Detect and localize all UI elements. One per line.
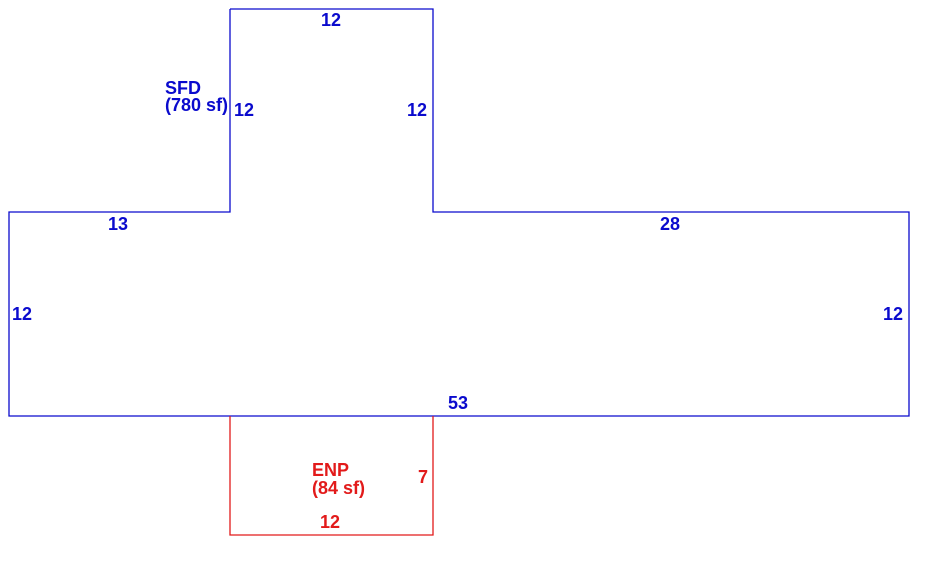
main-area-code: SFD: [165, 78, 201, 98]
porch-area-code: ENP: [312, 460, 349, 480]
porch-dimension-label-right: 7: [418, 467, 428, 487]
dimension-label-right-step: 28: [660, 214, 680, 234]
porch-area-outline: [229, 416, 434, 536]
dimension-label-top: 12: [321, 10, 341, 30]
porch-area-size: (84 sf): [312, 478, 365, 498]
main-area: SFD (780 sf) 12 12 12 13 28 12 12 53: [8, 8, 910, 417]
dimension-label-upper-left: 12: [234, 100, 254, 120]
main-area-size: (780 sf): [165, 95, 228, 115]
porch-area: ENP (84 sf) 7 12: [229, 416, 434, 536]
dimension-label-upper-right: 12: [407, 100, 427, 120]
dimension-label-right: 12: [883, 304, 903, 324]
porch-dimension-label-bottom: 12: [320, 512, 340, 532]
dimension-label-bottom: 53: [448, 393, 468, 413]
dimension-label-left: 12: [12, 304, 32, 324]
main-area-outline: [8, 8, 910, 417]
dimension-label-left-step: 13: [108, 214, 128, 234]
